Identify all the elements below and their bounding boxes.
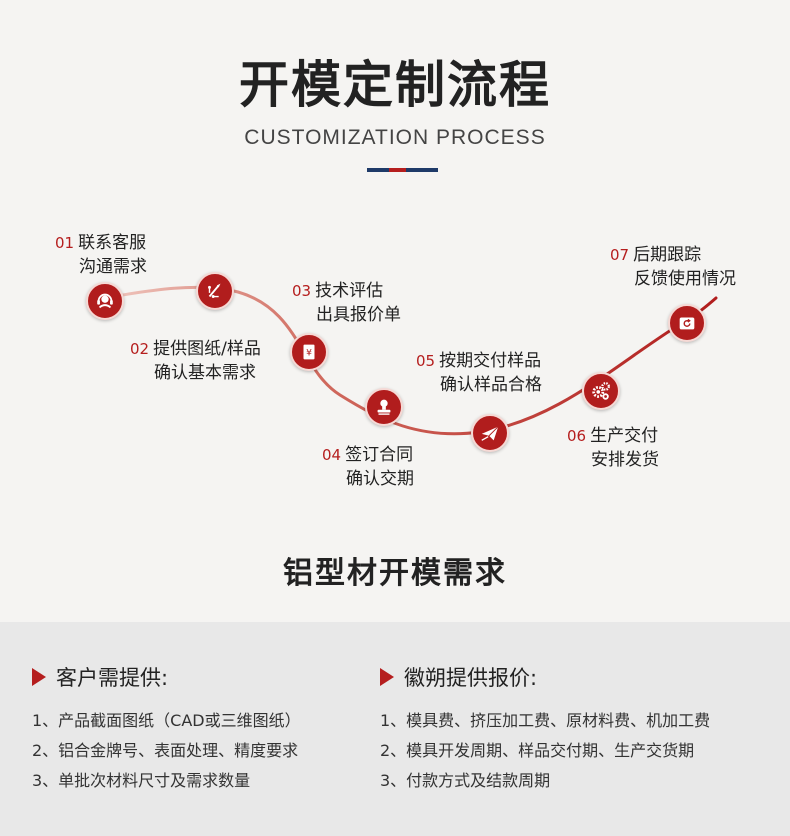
section-title: 铝型材开模需求 (283, 556, 507, 591)
svg-text:¥: ¥ (306, 348, 312, 359)
stamp-icon (377, 399, 391, 415)
page-subtitle: CUSTOMIZATION PROCESS (244, 126, 546, 149)
list-item: 2、铝合金牌号、表面处理、精度要求 (32, 741, 299, 760)
step-05-node (471, 414, 509, 452)
title-underline-red (389, 168, 406, 172)
step-01-node (86, 282, 124, 320)
list-item: 1、模具费、挤压加工费、原材料费、机加工费 (380, 711, 711, 730)
list-item: 1、产品截面图纸（CAD或三维图纸） (32, 711, 301, 730)
list-item: 3、付款方式及结款周期 (380, 771, 551, 790)
design-pen-icon (208, 283, 221, 298)
triangle-bullet-icon (380, 668, 394, 686)
title-underline-navy-left (367, 168, 389, 172)
list-item: 3、单批次材料尺寸及需求数量 (32, 771, 251, 790)
step-03-node: ¥ (290, 333, 328, 371)
customer-column: 客户需提供: 1、产品截面图纸（CAD或三维图纸） 2、铝合金牌号、表面处理、精… (32, 662, 301, 796)
customer-heading: 客户需提供: (32, 662, 301, 692)
requirements-panel: 客户需提供: 1、产品截面图纸（CAD或三维图纸） 2、铝合金牌号、表面处理、精… (0, 622, 790, 836)
list-item: 2、模具开发周期、样品交付期、生产交货期 (380, 741, 695, 760)
title-underline-navy-right (406, 168, 438, 172)
step-07-node (668, 304, 706, 342)
customer-heading-text: 客户需提供: (56, 666, 169, 690)
supplier-heading-text: 徽朔提供报价: (404, 666, 538, 690)
triangle-bullet-icon (32, 668, 46, 686)
feedback-icon (679, 317, 695, 330)
supplier-column: 徽朔提供报价: 1、模具费、挤压加工费、原材料费、机加工费 2、模具开发周期、样… (380, 662, 710, 796)
page-title: 开模定制流程 (239, 56, 551, 114)
quote-document-icon: ¥ (303, 344, 315, 360)
paper-plane-icon (481, 426, 499, 441)
gears-icon (592, 382, 610, 400)
headset-icon (97, 293, 113, 309)
step-06-node (582, 372, 620, 410)
supplier-heading: 徽朔提供报价: (380, 662, 710, 692)
step-04-node (365, 388, 403, 426)
step-02-node (196, 272, 234, 310)
